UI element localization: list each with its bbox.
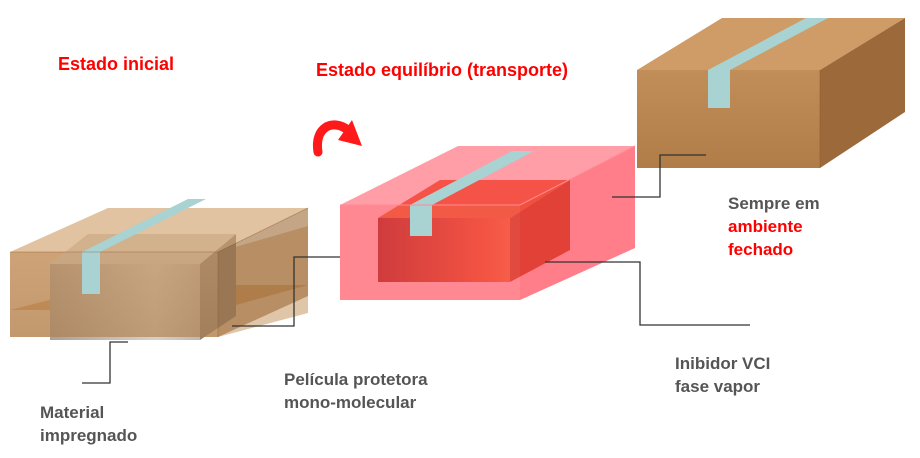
label-material-impregnado: Material impregnado xyxy=(40,401,137,447)
box2-inner-side xyxy=(510,180,570,282)
box3-side xyxy=(820,18,905,168)
label-closed-line3: fechado xyxy=(728,240,794,259)
box-equilibrium xyxy=(340,145,636,300)
stage-title-equilibrium: Estado equilíbrio (transporte) xyxy=(316,60,569,80)
label-film-line2: mono-molecular xyxy=(284,393,417,412)
label-vci-line1: Inibidor VCI xyxy=(675,354,771,373)
box2-tape xyxy=(410,151,534,205)
callout-line-film xyxy=(232,256,340,327)
box1-side xyxy=(218,208,308,337)
label-material-line1: Material xyxy=(40,403,105,422)
box2-tape-flap xyxy=(410,205,432,236)
box3-tape-flap xyxy=(708,70,730,108)
box2-inner-front xyxy=(378,218,510,282)
label-material-line2: impregnado xyxy=(40,426,138,445)
callout-line-material xyxy=(82,341,128,384)
box1-tape xyxy=(82,199,206,252)
curved-arrow-icon xyxy=(312,120,362,157)
label-closed-line1: Sempre em xyxy=(728,194,820,213)
label-vci-line2: fase vapor xyxy=(675,377,761,396)
box1-front xyxy=(10,252,218,337)
box1-top xyxy=(10,208,308,252)
label-ambiente-fechado: Sempre em ambiente fechado xyxy=(728,192,820,261)
label-film-line1: Película protetora xyxy=(284,370,428,389)
callout-line-vci xyxy=(545,261,750,326)
box-initial xyxy=(10,199,309,340)
box-closed xyxy=(637,18,905,168)
label-pelicula-protetora: Película protetora mono-molecular xyxy=(284,368,428,414)
label-inibidor-vci: Inibidor VCI fase vapor xyxy=(675,352,770,398)
callout-line-closed xyxy=(612,154,706,198)
box1-tape-flap xyxy=(82,252,100,294)
stage-title-initial: Estado inicial xyxy=(58,54,175,74)
label-closed-line2: ambiente xyxy=(728,217,803,236)
box3-tape xyxy=(708,18,828,70)
